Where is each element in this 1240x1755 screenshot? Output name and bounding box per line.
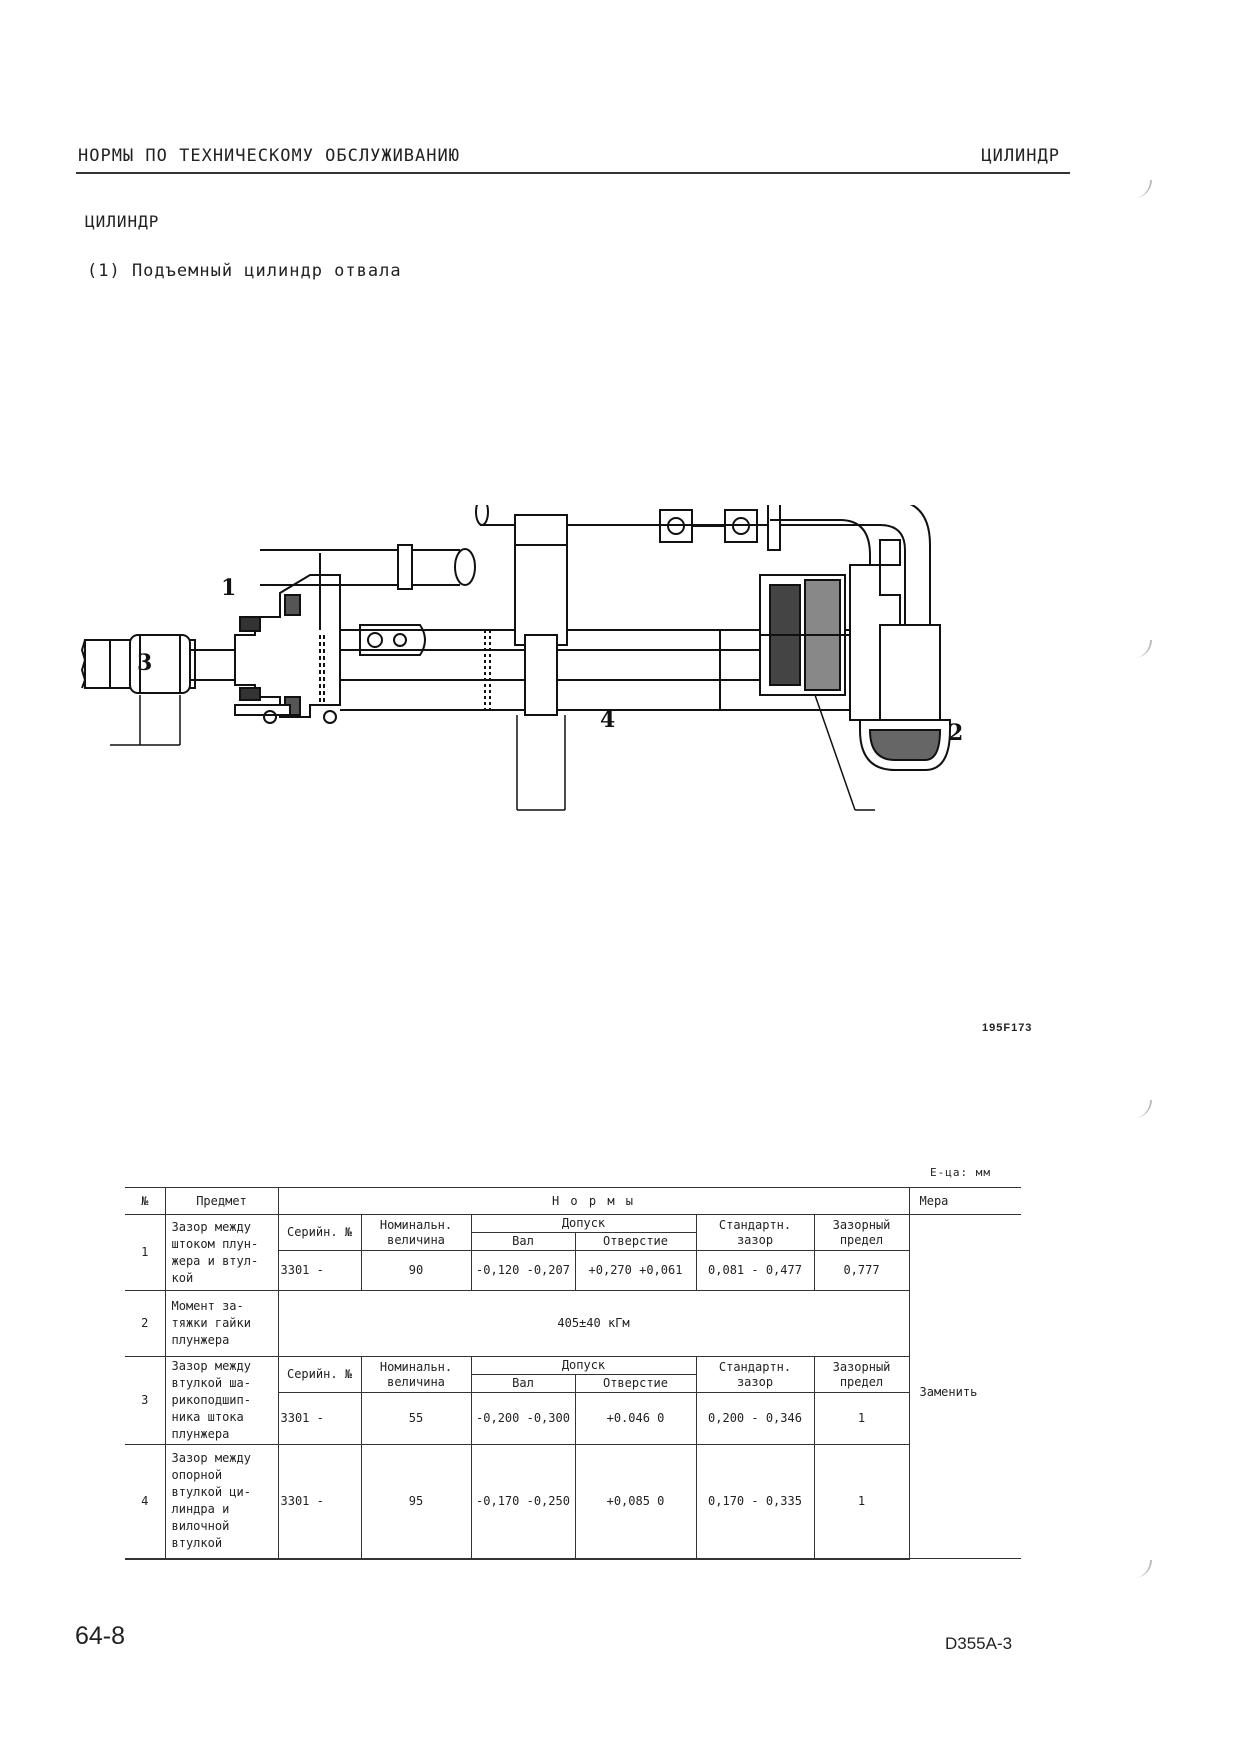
row-1-limit: 0,777	[813, 1250, 910, 1291]
row-3-std: 0,200 - 0,346	[695, 1392, 815, 1445]
row-2-value: 405±40 кГм	[277, 1290, 910, 1357]
measure-value: Заменить	[919, 1385, 978, 1399]
row-4-hole: +0,085 0	[574, 1444, 697, 1560]
row-1-shaft: -0,120 -0,207	[470, 1250, 576, 1291]
bottom-cap	[849, 539, 951, 771]
row-3-shaft-header: Вал	[470, 1374, 576, 1393]
row-1-std-header: Стандартн. зазор	[695, 1214, 815, 1251]
row-3-serial: 3301 -	[277, 1392, 362, 1445]
rod-end-eye	[80, 634, 196, 694]
hydraulic-pipes	[260, 505, 931, 650]
row-1-no: 1	[125, 1214, 166, 1291]
cylinder-drawing: 1 2 3 4	[80, 505, 963, 811]
subsection-title: (1) Подъемный цилиндр отвала	[87, 261, 402, 281]
row-1-hole: +0,270 +0,061	[574, 1250, 697, 1291]
row-1-item: Зазор между штоком плун- жера и втул- ко…	[164, 1214, 279, 1291]
header-chapter-title: ЦИЛИНДР	[981, 146, 1060, 166]
callout-2: 2	[948, 720, 963, 746]
row-3-hole-header: Отверстие	[574, 1374, 697, 1393]
row-4-serial: 3301 -	[277, 1444, 362, 1560]
model-code: D355A-3	[945, 1634, 1013, 1653]
row-1-shaft-header: Вал	[470, 1232, 576, 1251]
row-1-nominal: 90	[360, 1250, 472, 1291]
row-1-std: 0,081 - 0,477	[695, 1250, 815, 1291]
row-3-serial-header: Серийн. №	[277, 1356, 362, 1393]
row-4-item: Зазор между опорной втулкой ци- линдра и…	[164, 1444, 279, 1560]
callout-4: 4	[600, 707, 615, 733]
unit-note: Е-ца: мм	[930, 1166, 991, 1179]
page-number: 64-8	[75, 1622, 126, 1650]
row-1-tolerance-header: Допуск	[470, 1214, 697, 1233]
row-3-std-header: Стандартн. зазор	[695, 1356, 815, 1393]
maintenance-standards-table: № Предмет Н о р м ы Мера 1 Зазор между ш…	[125, 1187, 1021, 1560]
row-3-hole: +0.046 0	[574, 1392, 697, 1445]
row-2-item: Момент за- тяжки гайки плунжера	[164, 1290, 279, 1357]
binding-hole-mark	[1130, 1100, 1152, 1118]
row-3-item: Зазор между втулкой ша- рикоподшип- ника…	[164, 1356, 279, 1445]
binding-hole-mark	[1130, 1560, 1152, 1578]
row-1-serial-header: Серийн. №	[277, 1214, 362, 1251]
row-3-limit-header: Зазорный предел	[813, 1356, 910, 1393]
header-rule	[76, 172, 1070, 174]
pipe-flanges	[659, 509, 871, 615]
row-1-serial: 3301 -	[277, 1250, 362, 1291]
col-header-measure: Мера	[908, 1187, 1021, 1215]
piston	[759, 574, 850, 696]
row-3-tolerance-header: Допуск	[470, 1356, 697, 1375]
measure-cell: Заменить	[908, 1214, 1021, 1559]
row-2-no: 2	[125, 1290, 166, 1357]
row-3-limit: 1	[813, 1392, 910, 1445]
callout-3: 3	[137, 650, 152, 676]
trunnion-pin	[359, 514, 568, 716]
binding-hole-mark	[1130, 640, 1152, 658]
row-3-nominal-header: Номинальн. величина	[360, 1356, 472, 1393]
row-4-no: 4	[125, 1444, 166, 1560]
binding-hole-mark	[1130, 180, 1152, 198]
cylinder-head	[234, 574, 341, 724]
header-section-title: НОРМЫ ПО ТЕХНИЧЕСКОМУ ОБСЛУЖИВАНИЮ	[78, 146, 460, 166]
figure-code: 195F173	[982, 1022, 1033, 1034]
row-3-nominal: 55	[360, 1392, 472, 1445]
col-header-no: №	[125, 1187, 166, 1215]
row-3-shaft: -0,200 -0,300	[470, 1392, 576, 1445]
callout-1: 1	[221, 575, 236, 601]
col-header-item: Предмет	[164, 1187, 279, 1215]
row-4-nominal: 95	[360, 1444, 472, 1560]
row-4-shaft: -0,170 -0,250	[470, 1444, 576, 1560]
row-4-std: 0,170 - 0,335	[695, 1444, 815, 1560]
row-3-no: 3	[125, 1356, 166, 1445]
row-1-hole-header: Отверстие	[574, 1232, 697, 1251]
row-4-limit: 1	[813, 1444, 910, 1560]
col-header-norms: Н о р м ы	[277, 1187, 910, 1215]
row-1-nominal-header: Номинальн. величина	[360, 1214, 472, 1251]
section-title: ЦИЛИНДР	[85, 212, 160, 231]
row-1-limit-header: Зазорный предел	[813, 1214, 910, 1251]
dimension-lines	[110, 694, 875, 811]
